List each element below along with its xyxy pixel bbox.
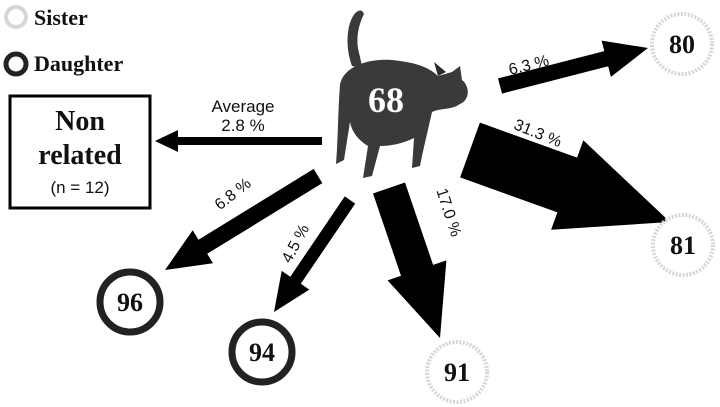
arrow-average	[155, 130, 322, 152]
relative-node-96: 96	[96, 268, 164, 336]
daughter-ring-icon	[228, 318, 296, 386]
arrow-to-91	[373, 182, 447, 338]
relative-arrows: 6.3 %31.3 %17.0 %4.5 %6.8 %	[165, 40, 670, 338]
sister-ring-icon	[650, 12, 714, 76]
daughter-ring-icon	[3, 51, 29, 77]
average-arrow: Average 2.8 %	[155, 97, 322, 152]
relative-id-91: 91	[444, 358, 470, 387]
relative-id-94: 94	[249, 338, 275, 367]
relative-id-81: 81	[670, 231, 696, 260]
nonrelated-count: (n = 12)	[50, 178, 109, 197]
daughter-ring-icon	[96, 268, 164, 336]
legend-item-daughter: Daughter	[3, 51, 123, 77]
arrow-to-80	[498, 40, 648, 94]
legend: Sister Daughter	[3, 5, 123, 77]
relative-id-96: 96	[117, 288, 143, 317]
relative-node-94: 94	[228, 318, 296, 386]
cat-body	[336, 59, 468, 178]
sister-ring-icon	[4, 5, 28, 29]
nonrelated-frame	[8, 94, 152, 210]
legend-item-sister: Sister	[4, 5, 88, 30]
nonrelated-title-line1: Non	[55, 106, 105, 137]
sister-ring-icon	[651, 213, 715, 277]
average-value: 2.8 %	[221, 116, 264, 135]
average-label: Average	[211, 97, 274, 116]
nonrelated-title-line2: related	[38, 140, 122, 171]
cat-tail	[347, 10, 364, 68]
source-id: 68	[368, 80, 404, 120]
sister-ring-icon	[425, 340, 489, 404]
arrow-to-81	[460, 122, 670, 230]
arrow-to-94	[274, 196, 356, 312]
nonrelated-box: Non related (n = 12)	[8, 94, 152, 210]
relative-id-80: 80	[669, 30, 695, 59]
relative-node-80: 80	[650, 12, 714, 76]
arrow-percent-91: 17.0 %	[432, 186, 464, 239]
cat-ear	[434, 62, 446, 76]
arrow-percent-96: 6.8 %	[212, 175, 255, 214]
relative-node-81: 81	[651, 213, 715, 277]
arrow-to-96	[165, 168, 323, 270]
relative-node-91: 91	[425, 340, 489, 404]
legend-label-daughter: Daughter	[34, 51, 123, 76]
cat-icon: 68	[336, 10, 468, 178]
relative-nodes: 80 81 91 94 96	[96, 12, 715, 404]
legend-label-sister: Sister	[34, 5, 88, 30]
